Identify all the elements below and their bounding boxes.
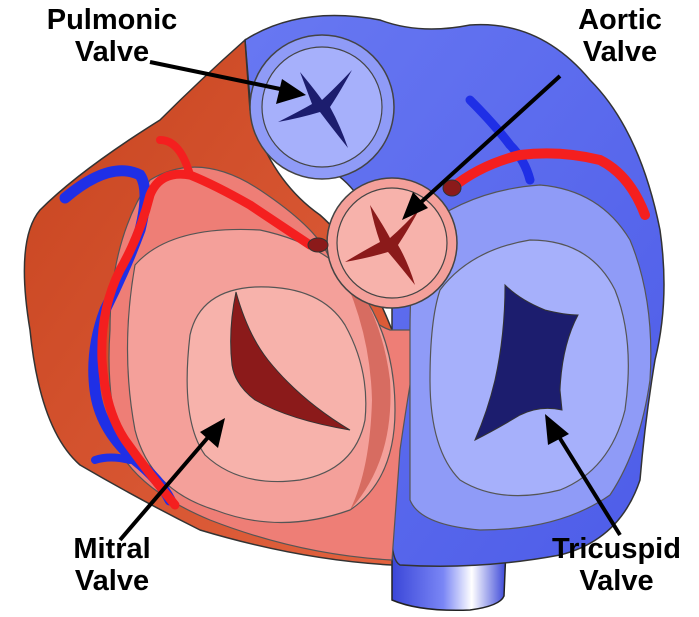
left-coronary-ostium <box>308 238 328 252</box>
mitral-label-line1: Mitral <box>42 533 182 565</box>
tricuspid-label-line1: Tricuspid <box>534 533 699 565</box>
tricuspid-valve-label: Tricuspid Valve <box>534 533 699 597</box>
pulmonic-label-line1: Pulmonic <box>12 4 212 36</box>
tricuspid-label-line2: Valve <box>534 565 699 597</box>
aortic-label-line1: Aortic <box>540 4 699 36</box>
aortic-valve-label: Aortic Valve <box>540 4 699 68</box>
aortic-label-line2: Valve <box>540 36 699 68</box>
pulmonic-valve-label: Pulmonic Valve <box>12 4 212 68</box>
pulmonic-label-line2: Valve <box>12 36 212 68</box>
mitral-label-line2: Valve <box>42 565 182 597</box>
left-blue-vein-branch <box>95 458 130 461</box>
mitral-valve-label: Mitral Valve <box>42 533 182 597</box>
